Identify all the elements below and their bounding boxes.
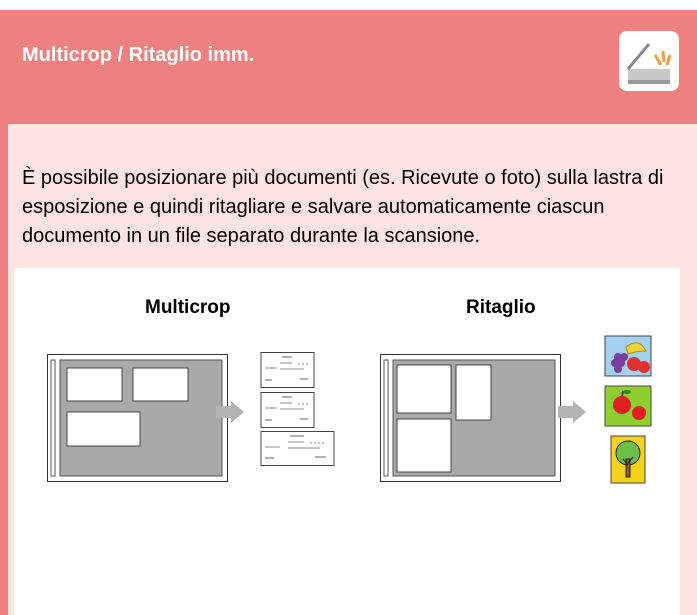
ritaglio-glass-illustration <box>380 354 561 482</box>
illustration-panel: Multicrop Ritaglio <box>14 268 680 615</box>
multicrop-label: Multicrop <box>145 297 231 318</box>
apples-photo <box>604 385 652 427</box>
multicrop-glass-illustration <box>47 354 228 482</box>
card-header: Multicrop / Ritaglio imm. <box>0 10 697 124</box>
scanner-icon <box>617 29 681 93</box>
ritaglio-label: Ritaglio <box>466 297 536 318</box>
fruit-photo <box>604 335 652 377</box>
multicrop-output-documents <box>260 352 335 466</box>
tree-photo <box>610 435 646 484</box>
feature-description: È possibile posizionare più documenti (e… <box>22 167 664 247</box>
arrow-right-icon <box>216 401 244 423</box>
arrow-right-icon <box>558 401 586 423</box>
ritaglio-output-photos <box>604 335 652 484</box>
card-title: Multicrop / Ritaglio imm. <box>22 44 255 66</box>
